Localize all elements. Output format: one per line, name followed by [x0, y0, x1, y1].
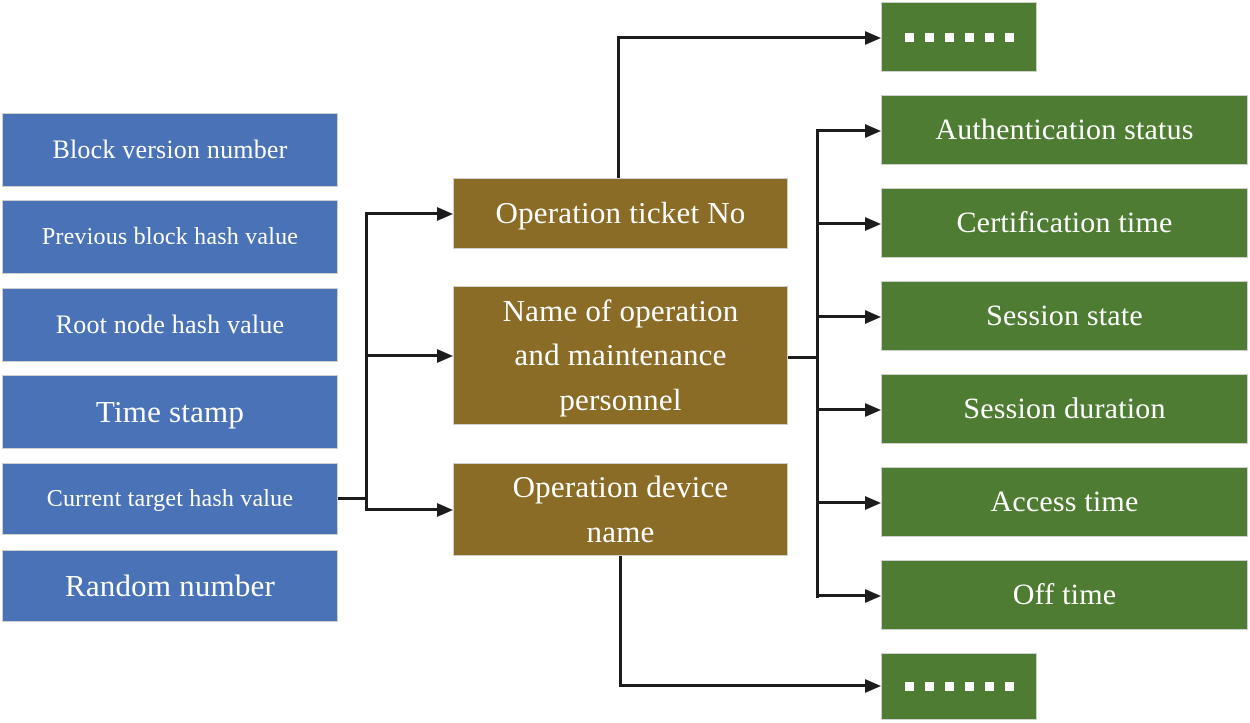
- connector-line: [816, 408, 865, 411]
- connector-line: [816, 129, 865, 132]
- connector-line: [816, 594, 865, 597]
- arrowhead-icon: [865, 495, 881, 510]
- box-certification-time: Certification time: [881, 188, 1248, 258]
- box-label: Name of operation and maintenance person…: [502, 293, 739, 417]
- connector-line: [338, 497, 366, 500]
- connector-line: [816, 129, 819, 598]
- box-session-state: Session state: [881, 281, 1248, 351]
- box-off-time: Off time: [881, 560, 1248, 630]
- box-current-target-hash-value: Current target hash value: [2, 463, 338, 535]
- connector-line: [617, 36, 865, 39]
- arrowhead-icon: [865, 123, 881, 138]
- box-random-number: Random number: [2, 550, 338, 622]
- box-label: Current target hash value: [46, 485, 294, 512]
- connector-line: [619, 684, 865, 687]
- box-ellipsis: [881, 653, 1037, 720]
- arrowhead-icon: [865, 402, 881, 417]
- arrowhead-icon: [437, 502, 453, 517]
- arrowhead-icon: [437, 348, 453, 363]
- box-label: Time stamp: [95, 393, 245, 429]
- box-name-of-operation-and-maintenance-personnel: Name of operation and maintenance person…: [453, 286, 788, 425]
- box-operation-ticket-no: Operation ticket No: [453, 178, 788, 249]
- connector-line: [788, 356, 819, 359]
- connector-line: [617, 36, 620, 178]
- box-time-stamp: Time stamp: [2, 375, 338, 449]
- box-label: Session duration: [963, 391, 1166, 425]
- connector-line: [365, 508, 439, 511]
- box-access-time: Access time: [881, 467, 1248, 537]
- arrowhead-icon: [865, 678, 881, 693]
- connector-line: [365, 212, 438, 215]
- connector-line: [365, 212, 368, 511]
- box-label: Certification time: [956, 205, 1173, 239]
- arrowhead-icon: [865, 30, 881, 45]
- connector-line: [816, 501, 865, 504]
- ellipsis-dots-icon: [904, 32, 1014, 42]
- box-label: Operation device name: [512, 469, 729, 549]
- box-label: Off time: [1012, 577, 1117, 611]
- box-label: Authentication status: [935, 112, 1194, 146]
- box-ellipsis: [881, 2, 1037, 72]
- arrowhead-icon: [437, 206, 453, 221]
- box-label: Random number: [64, 567, 276, 603]
- box-block-version-number: Block version number: [2, 113, 338, 187]
- arrowhead-icon: [865, 216, 881, 231]
- box-label: Block version number: [52, 134, 288, 164]
- box-authentication-status: Authentication status: [881, 95, 1248, 165]
- box-root-node-hash-value: Root node hash value: [2, 288, 338, 362]
- connector-line: [816, 222, 865, 225]
- box-operation-device-name: Operation device name: [453, 463, 788, 556]
- connector-line: [365, 354, 439, 357]
- box-previous-block-hash-value: Previous block hash value: [2, 200, 338, 274]
- connector-line: [619, 556, 622, 687]
- arrowhead-icon: [865, 309, 881, 324]
- arrowhead-icon: [865, 588, 881, 603]
- box-label: Previous block hash value: [41, 223, 299, 250]
- box-label: Session state: [986, 298, 1143, 332]
- connector-line: [816, 315, 865, 318]
- box-label: Operation ticket No: [495, 195, 746, 231]
- box-label: Root node hash value: [55, 309, 285, 339]
- box-label: Access time: [990, 484, 1139, 518]
- ellipsis-dots-icon: [904, 682, 1014, 691]
- box-session-duration: Session duration: [881, 374, 1248, 444]
